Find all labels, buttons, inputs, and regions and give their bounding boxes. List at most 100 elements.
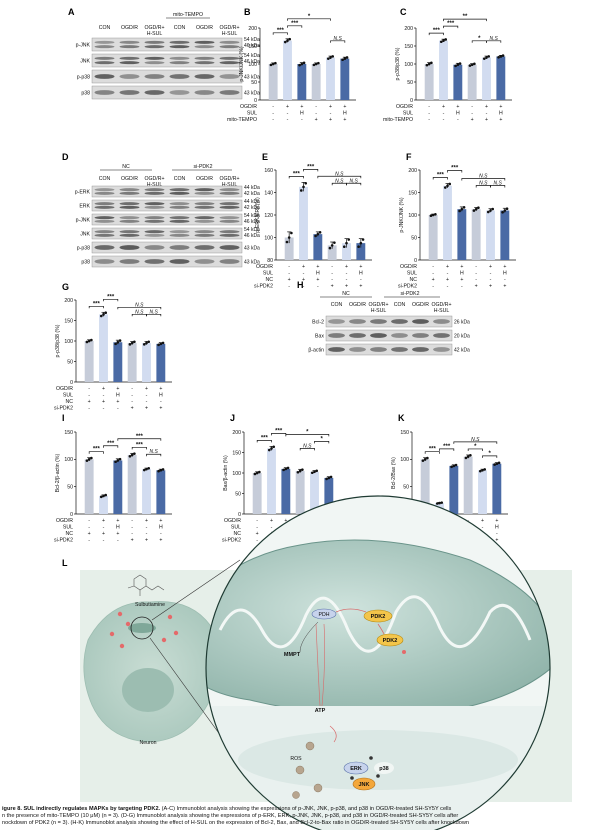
data-point bbox=[495, 462, 499, 466]
panel-label-e: E bbox=[262, 152, 268, 162]
treatment-cell: + bbox=[116, 399, 119, 405]
significance-bracket bbox=[461, 178, 506, 181]
significance-label: N.S bbox=[149, 449, 158, 455]
data-point bbox=[114, 460, 117, 464]
blot-band bbox=[169, 233, 190, 237]
blot-band bbox=[219, 56, 240, 60]
treatment-cell: - bbox=[287, 111, 289, 117]
blot-band bbox=[391, 333, 408, 338]
y-tick-label: 140 bbox=[264, 190, 273, 196]
treatment-cell: - bbox=[146, 399, 148, 405]
treatment-cell: + bbox=[446, 264, 449, 270]
treatment-row-label: SUL bbox=[403, 111, 413, 117]
significance-bracket bbox=[117, 306, 162, 310]
blot-band bbox=[144, 61, 165, 65]
panel-label-f: F bbox=[406, 152, 412, 162]
bar bbox=[327, 245, 337, 260]
data-point bbox=[285, 240, 289, 244]
data-point bbox=[503, 209, 507, 212]
data-point bbox=[99, 495, 103, 499]
bar bbox=[463, 456, 473, 514]
bar bbox=[449, 465, 459, 514]
treatment-cell: + bbox=[460, 264, 463, 270]
group-header-si-pdk2: si-PDK2 bbox=[193, 164, 212, 170]
treatment-cell: - bbox=[256, 525, 258, 531]
treatment-row-label: OGD/R bbox=[224, 518, 241, 524]
significance-bracket bbox=[272, 32, 288, 35]
data-point bbox=[85, 459, 89, 462]
treatment-row-label: SUL bbox=[63, 525, 73, 531]
treatment-cell: - bbox=[131, 525, 133, 531]
data-point bbox=[159, 342, 163, 346]
data-point bbox=[439, 40, 443, 44]
kda-label: 46 kDa bbox=[244, 43, 260, 49]
treatment-cell: + bbox=[315, 117, 318, 123]
data-point bbox=[450, 465, 453, 469]
lane-label: OGD/R+ bbox=[431, 302, 451, 308]
y-tick-label: 50 bbox=[403, 484, 409, 490]
data-point bbox=[104, 311, 108, 315]
significance-bracket bbox=[482, 455, 498, 458]
treatment-cell: + bbox=[159, 386, 162, 392]
sulbutiamine-molecule-icon bbox=[127, 574, 165, 596]
blot-band bbox=[94, 61, 115, 65]
treatment-cell: + bbox=[159, 518, 162, 524]
lane-label: CON bbox=[331, 302, 343, 308]
blot-band bbox=[169, 188, 190, 192]
data-point bbox=[128, 343, 132, 346]
treatment-cell: - bbox=[457, 117, 459, 123]
blot-band bbox=[219, 230, 240, 234]
data-point bbox=[474, 207, 478, 211]
blot-band bbox=[119, 56, 140, 60]
data-point bbox=[304, 181, 308, 185]
y-tick-label: 100 bbox=[404, 62, 413, 68]
data-point bbox=[145, 467, 148, 471]
bar bbox=[84, 459, 94, 514]
treatment-cell: + bbox=[300, 104, 303, 110]
blot-band bbox=[194, 219, 215, 223]
significance-label: *** bbox=[93, 447, 101, 453]
group-header-mito-tempo: mito-TEMPO bbox=[173, 12, 203, 18]
bar bbox=[127, 343, 137, 382]
treatment-cell: - bbox=[272, 111, 274, 117]
treatment-row-label: si-PDK2 bbox=[222, 538, 241, 544]
y-tick-label: 100 bbox=[248, 62, 257, 68]
data-point bbox=[290, 231, 293, 235]
data-point bbox=[341, 58, 344, 62]
treatment-cell: - bbox=[160, 531, 162, 537]
blot-band bbox=[169, 219, 190, 223]
blot-band bbox=[119, 230, 140, 234]
data-point bbox=[493, 463, 496, 466]
lane-label: H-SUL bbox=[371, 308, 387, 314]
blot-band bbox=[119, 90, 140, 95]
blot-band bbox=[370, 347, 387, 352]
treatment-cell: + bbox=[481, 518, 484, 524]
bar bbox=[156, 470, 166, 514]
significance-label: *** bbox=[451, 166, 459, 172]
bar bbox=[482, 57, 491, 100]
treatment-cell: + bbox=[432, 277, 435, 283]
blot-row-label: p-ERK bbox=[75, 190, 91, 196]
bar bbox=[127, 454, 137, 514]
treatment-cell: - bbox=[447, 271, 449, 277]
treatment-cell: - bbox=[475, 271, 477, 277]
significance-bracket bbox=[288, 176, 304, 179]
blot-band bbox=[194, 45, 215, 49]
blot-row-label: p-p38 bbox=[77, 246, 90, 252]
treatment-cell: - bbox=[146, 531, 148, 537]
blot-band bbox=[119, 188, 140, 192]
data-point bbox=[357, 245, 360, 249]
y-tick-label: 150 bbox=[64, 430, 73, 436]
blot-row-label: β-actin bbox=[308, 348, 324, 354]
significance-bracket bbox=[346, 182, 362, 186]
significance-label: N.S bbox=[471, 437, 480, 443]
blot-row-label: p38 bbox=[81, 260, 90, 266]
y-tick-label: 150 bbox=[408, 190, 417, 196]
caption-line-2: n the presence of mito-TEMPO (10 μM) (n … bbox=[2, 813, 459, 820]
treatment-cell: + bbox=[88, 531, 91, 537]
treatment-cell: - bbox=[331, 277, 333, 283]
treatment-cell: H bbox=[159, 393, 163, 399]
